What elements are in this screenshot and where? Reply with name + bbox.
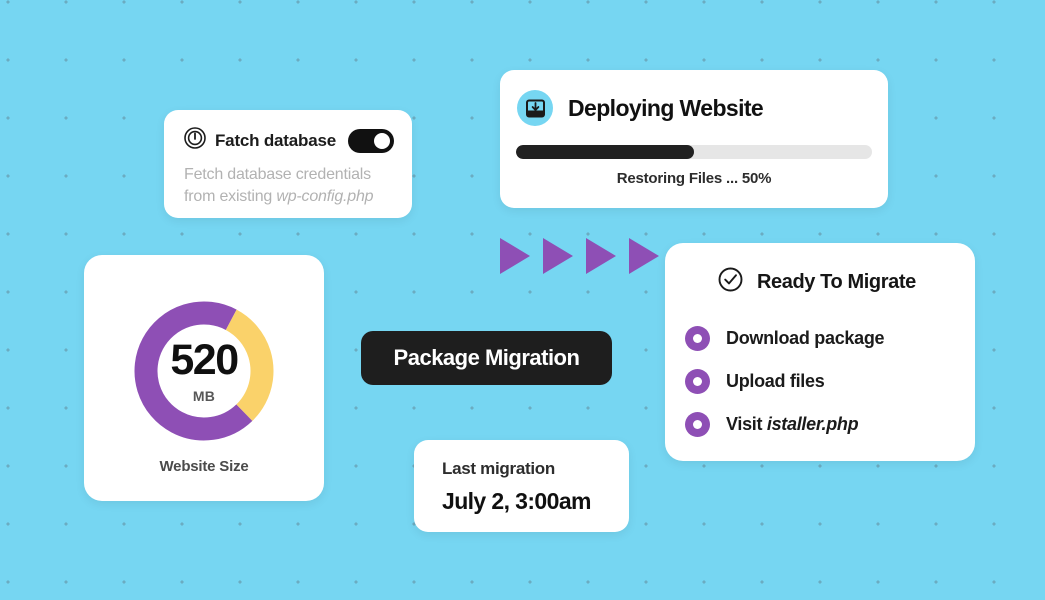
fetch-database-title: Fatch database xyxy=(215,130,336,150)
bullet-ring-icon xyxy=(685,412,710,437)
deploy-progress-fill xyxy=(516,145,694,159)
ready-to-migrate-header: Ready To Migrate xyxy=(718,267,916,297)
deploy-progress-bar xyxy=(516,145,872,159)
arrow-right-icon xyxy=(586,238,616,274)
list-item-label: Visit istaller.php xyxy=(726,414,859,434)
website-size-label: Website Size xyxy=(159,458,249,475)
deploying-title: Deploying Website xyxy=(568,94,764,121)
fetch-desc-line2: from existing xyxy=(184,188,277,205)
list-item-label: Upload files xyxy=(726,371,825,391)
bullet-ring-icon xyxy=(685,326,710,351)
arrow-right-icon xyxy=(500,238,530,274)
bullet-ring-icon xyxy=(685,369,710,394)
toggle-knob xyxy=(374,132,390,149)
arrow-right-icon xyxy=(629,238,659,274)
list-item-label: Download package xyxy=(726,328,885,348)
list-item[interactable]: Visit istaller.php xyxy=(685,403,961,446)
deploying-website-card: Deploying Website Restoring Files ... 50… xyxy=(500,70,888,208)
fetch-database-description: Fetch database credentials from existing… xyxy=(184,164,398,208)
ready-to-migrate-card: Ready To Migrate Download package Upload… xyxy=(665,243,975,461)
website-size-card: 520 MB Website Size xyxy=(84,255,324,501)
fetch-database-header: Fatch database xyxy=(184,127,394,154)
deploying-header: Deploying Website xyxy=(517,90,764,126)
donut-center-label: 520 MB xyxy=(134,301,274,441)
progress-arrows xyxy=(500,238,659,274)
last-migration-card: Last migration July 2, 3:00am xyxy=(414,440,629,532)
list-item[interactable]: Upload files xyxy=(685,360,961,403)
wp-config-filename: wp-config.php xyxy=(276,188,374,205)
fetch-database-toggle[interactable] xyxy=(348,128,394,153)
last-migration-label: Last migration xyxy=(442,459,555,478)
website-size-value: 520 xyxy=(170,335,239,384)
deploy-status-text: Restoring Files ... 50% xyxy=(616,170,772,187)
power-circle-icon xyxy=(184,127,206,154)
arrow-right-icon xyxy=(543,238,573,274)
deploy-import-icon xyxy=(517,90,553,126)
ready-to-migrate-title: Ready To Migrate xyxy=(757,270,916,293)
ready-to-migrate-list: Download package Upload files Visit ista… xyxy=(685,317,961,446)
last-migration-value: July 2, 3:00am xyxy=(442,488,591,514)
check-circle-icon xyxy=(718,267,743,297)
list-item[interactable]: Download package xyxy=(685,317,961,360)
fetch-database-card: Fatch database Fetch database credential… xyxy=(164,110,412,218)
package-migration-button[interactable]: Package Migration xyxy=(361,331,612,385)
fetch-desc-line1: Fetch database credentials xyxy=(184,166,371,183)
website-size-unit: MB xyxy=(192,387,216,404)
website-size-donut-chart: 520 MB xyxy=(134,301,274,441)
